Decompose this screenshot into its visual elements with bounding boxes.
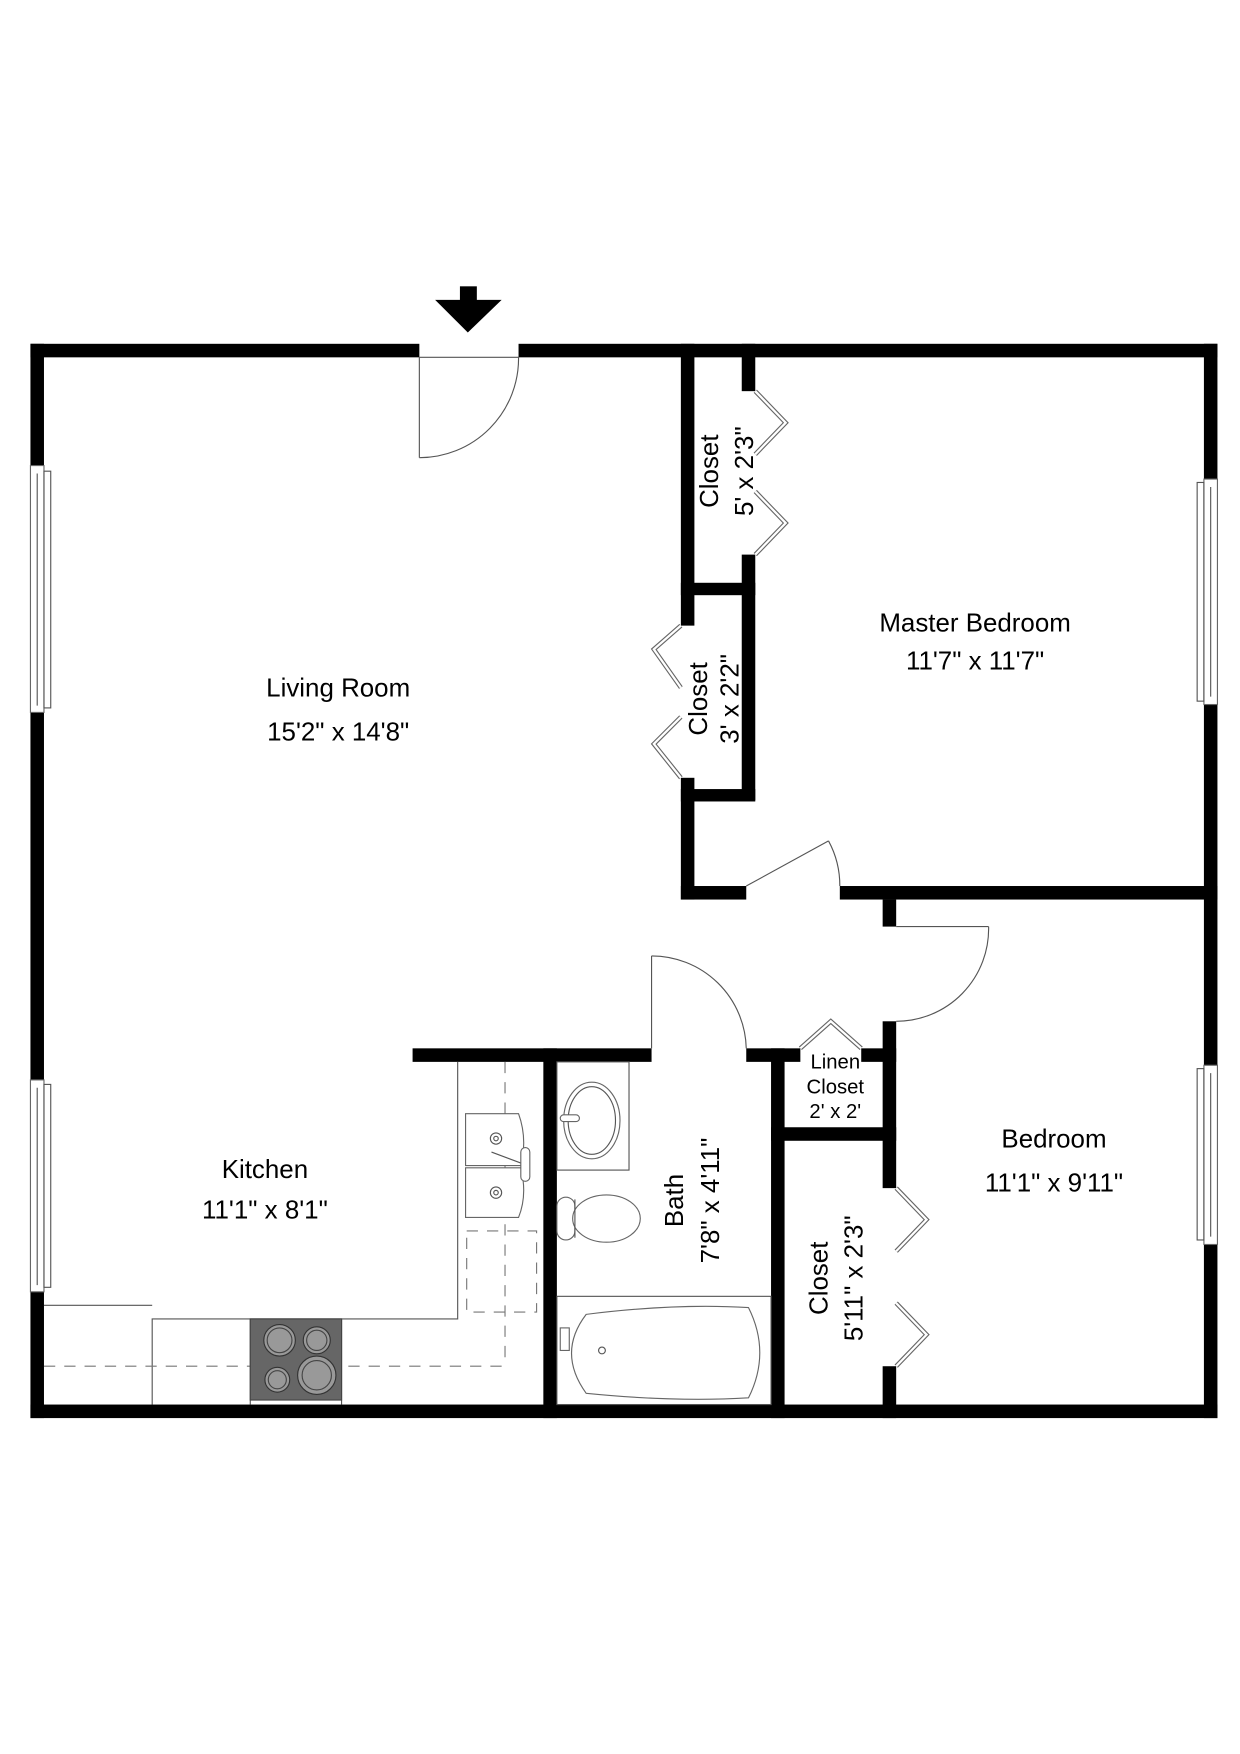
svg-text:2' x 2': 2' x 2' [809,1101,861,1123]
svg-text:3' x 2'2": 3' x 2'2" [716,654,744,744]
bath-vanity-sink [556,1061,630,1171]
room-label-closet-bedroom: Closet 5'11" x 2'3" [805,1215,868,1341]
room-label-bath: Bath 7'8" x 4'11" [661,1138,725,1264]
room-label-bedroom: Bedroom 11'1" x 9'11" [985,1126,1123,1198]
svg-text:Closet: Closet [807,1076,865,1098]
exterior-walls [30,343,1218,1419]
svg-text:7'8" x 4'11": 7'8" x 4'11" [697,1138,725,1264]
room-label-living-room: Living Room 15'2" x 14'8" [266,675,410,747]
svg-text:11'1" x 8'1": 11'1" x 8'1" [202,1197,328,1225]
closet-upper-bifold-door[interactable] [753,389,789,557]
svg-text:Living Room: Living Room [266,675,410,703]
svg-text:Kitchen: Kitchen [222,1156,308,1184]
svg-text:11'7" x 11'7": 11'7" x 11'7" [906,648,1044,676]
window-bedroom-right [1196,1064,1219,1246]
svg-text:15'2" x 14'8": 15'2" x 14'8" [267,719,409,747]
svg-text:Closet: Closet [685,661,713,735]
closet-living-bifold-door[interactable] [650,623,683,780]
svg-text:Linen: Linen [810,1052,860,1074]
svg-text:Closet: Closet [696,434,724,508]
master-bedroom-door[interactable] [745,840,841,887]
svg-text:Bedroom: Bedroom [1001,1126,1106,1154]
bedroom-door[interactable] [896,926,990,1022]
svg-text:11'1" x 9'11": 11'1" x 9'11" [985,1170,1123,1198]
bathtub-icon [556,1295,772,1406]
svg-text:Closet: Closet [805,1241,833,1315]
svg-text:Bath: Bath [661,1174,689,1227]
stove-icon [249,1318,343,1401]
closet-bedroom-bifold-door[interactable] [894,1186,930,1368]
entry-arrow-icon [435,286,502,333]
svg-text:Master Bedroom: Master Bedroom [879,609,1070,637]
interior-walls [412,343,1218,1419]
window-kitchen-left [29,1079,52,1293]
window-living-left [29,464,52,713]
room-label-closet-living: Closet 3' x 2'2" [685,654,745,744]
svg-text:5'11" x 2'3": 5'11" x 2'3" [840,1215,868,1341]
room-label-closet-upper: Closet 5' x 2'3" [696,426,759,516]
room-label-linen-closet: Linen Closet 2' x 2' [807,1052,865,1124]
linen-closet-bifold-door[interactable] [798,1018,863,1051]
front-door[interactable] [418,356,520,459]
bath-door[interactable] [650,955,747,1049]
room-label-master-bedroom: Master Bedroom 11'7" x 11'7" [879,609,1070,675]
svg-text:5' x 2'3": 5' x 2'3" [731,426,759,516]
window-master-right [1196,478,1219,706]
toilet-icon [556,1194,641,1243]
room-label-kitchen: Kitchen 11'1" x 8'1" [202,1156,328,1225]
kitchen-sink [465,1113,531,1218]
